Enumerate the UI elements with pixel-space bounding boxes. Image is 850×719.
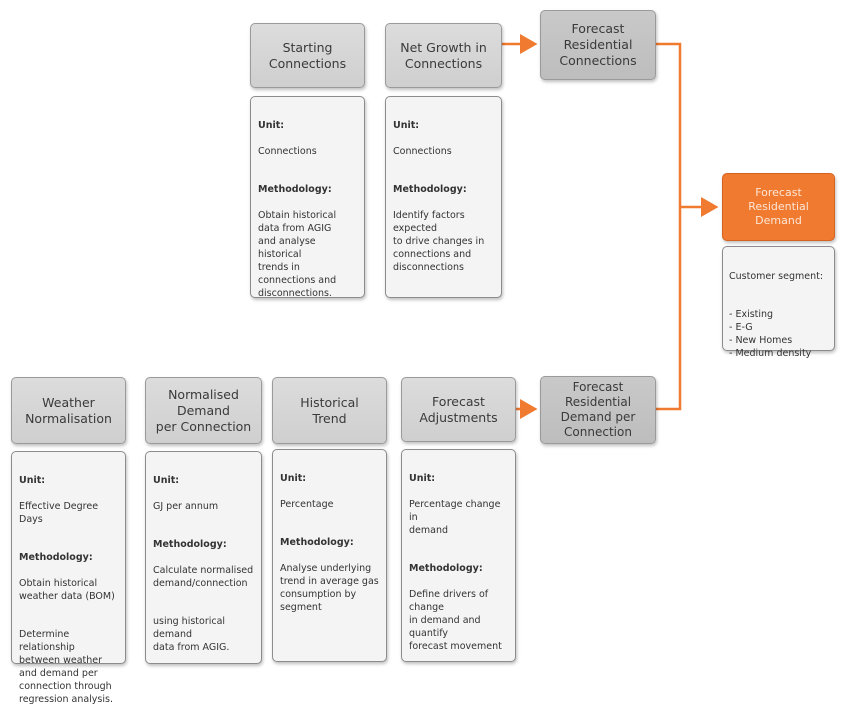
connector-lines — [502, 34, 719, 419]
starting-connections-details: Unit: Connections Methodology: Obtain hi… — [250, 96, 365, 299]
unit-label: Unit: — [280, 473, 307, 484]
forecast-adjustments-header: Forecast Adjustments — [401, 377, 516, 442]
unit-label: Unit: — [258, 120, 285, 131]
methodology-label: Methodology: — [153, 539, 227, 550]
starting-connections-header: Starting Connections — [250, 23, 365, 88]
weather-normalisation-details: Unit: Effective Degree Days Methodology:… — [11, 451, 126, 705]
customer-segment-list: - Existing - E-G - New Homes - Medium de… — [729, 309, 812, 359]
net-growth-details: Unit: Connections Methodology: Identify … — [385, 96, 502, 298]
normalised-demand-details: Unit: GJ per annum Methodology: Calculat… — [145, 451, 262, 664]
methodology-text: Obtain historical weather data (BOM) — [19, 578, 115, 602]
normalised-demand-header: Normalised Demand per Connection — [145, 377, 262, 444]
methodology-text: Obtain historical data from AGIG and ana… — [258, 210, 337, 299]
forecast-adjustments-details: Unit: Percentage change in demand Method… — [401, 449, 516, 662]
unit-label: Unit: — [19, 475, 46, 486]
historical-trend-details: Unit: Percentage Methodology: Analyse un… — [272, 449, 387, 662]
methodology-text: Define drivers of change in demand and q… — [409, 589, 502, 652]
unit-value: Effective Degree Days — [19, 501, 99, 525]
forecast-residential-demand-header: Forecast Residential Demand — [722, 173, 835, 241]
unit-value: Percentage — [280, 499, 334, 510]
unit-value: Connections — [393, 146, 452, 157]
methodology-text-2: Determine relationship between weather a… — [19, 629, 113, 705]
forecast-residential-demand-details: Customer segment: - Existing - E-G - New… — [722, 246, 835, 359]
methodology-text: Calculate normalised demand/connection — [153, 565, 254, 589]
methodology-text: Analyse underlying trend in average gas … — [280, 563, 379, 613]
methodology-label: Methodology: — [280, 537, 354, 548]
methodology-label: Methodology: — [258, 184, 332, 195]
methodology-text: Identify factors expected to drive chang… — [393, 210, 485, 273]
unit-value: GJ per annum — [153, 501, 219, 512]
forecast-residential-connections-box: Forecast Residential Connections — [540, 10, 656, 80]
forecast-residential-demand-per-connection-box: Forecast Residential Demand per Connecti… — [540, 376, 656, 444]
methodology-label: Methodology: — [393, 184, 467, 195]
methodology-label: Methodology: — [19, 552, 93, 563]
unit-label: Unit: — [393, 120, 420, 131]
historical-trend-header: Historical Trend — [272, 377, 387, 444]
methodology-label: Methodology: — [409, 563, 483, 574]
customer-segment-label: Customer segment: — [729, 271, 824, 282]
bracket-line-to-forecast-demand — [656, 42, 682, 411]
unit-value: Percentage change in demand — [409, 499, 501, 536]
unit-value: Connections — [258, 146, 317, 157]
unit-label: Unit: — [409, 473, 436, 484]
weather-normalisation-header: Weather Normalisation — [11, 377, 126, 444]
net-growth-header: Net Growth in Connections — [385, 23, 502, 88]
unit-label: Unit: — [153, 475, 180, 486]
methodology-text-2: using historical demand data from AGIG. — [153, 616, 230, 653]
